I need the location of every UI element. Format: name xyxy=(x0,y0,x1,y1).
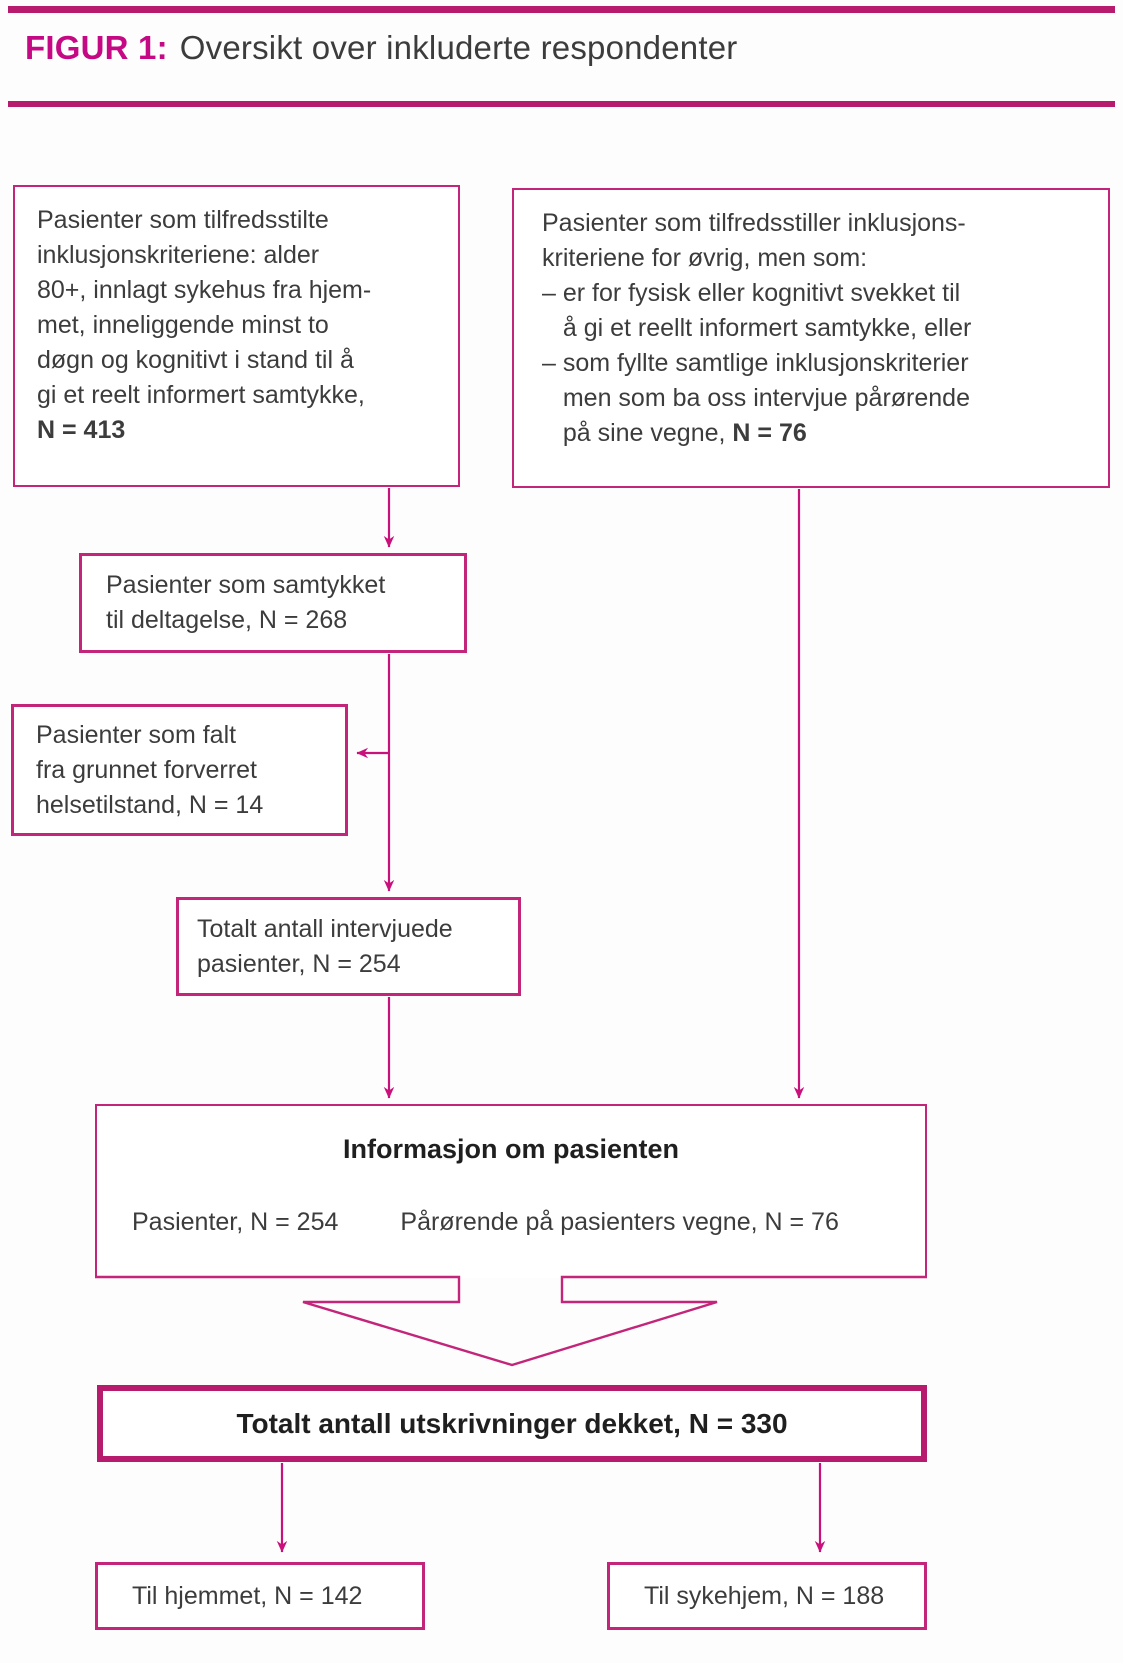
node-consented-text: Pasienter som samtykket til deltagelse, … xyxy=(106,571,386,634)
node-eligible-text: Pasienter som tilfredsstilte inklusjonsk… xyxy=(37,206,372,409)
node-interviewed-text: Totalt antall intervjuede pasienter, N =… xyxy=(197,914,453,978)
node-patient-information: Informasjon om pasienten Pasienter, N = … xyxy=(95,1104,927,1278)
node-home-text: Til hjemmet, N = 142 xyxy=(132,1581,363,1610)
node-info-relatives: Pårørende på pasienters vegne, N = 76 xyxy=(400,1208,839,1236)
figure-label: FIGUR 1: xyxy=(25,29,168,66)
node-discharged-nursing-home: Til sykehjem, N = 188 xyxy=(607,1562,927,1630)
node-eligible-patients: Pasienter som tilfredsstilte inklusjonsk… xyxy=(13,185,460,487)
node-interviewed-total: Totalt antall intervjuede pasienter, N =… xyxy=(176,897,521,996)
node-consented: Pasienter som samtykket til deltagelse, … xyxy=(79,553,467,653)
top-rule xyxy=(8,6,1115,13)
node-proxy-respondents: Pasienter som tilfredsstiller inklusjons… xyxy=(512,188,1110,488)
node-proxy-text: Pasienter som tilfredsstiller inklusjons… xyxy=(542,209,972,447)
node-info-row: Pasienter, N = 254 Pårørende på pasiente… xyxy=(97,1205,925,1240)
node-total-discharges: Totalt antall utskrivninger dekket, N = … xyxy=(97,1385,927,1462)
node-dropout: Pasienter som falt fra grunnet forverret… xyxy=(11,704,348,836)
node-eligible-n: N = 413 xyxy=(37,416,126,444)
node-discharged-home: Til hjemmet, N = 142 xyxy=(95,1562,425,1630)
figure-title: FIGUR 1: Oversikt over inkluderte respond… xyxy=(25,26,737,70)
node-info-title: Informasjon om pasienten xyxy=(342,1134,680,1164)
node-nursing-home-text: Til sykehjem, N = 188 xyxy=(644,1581,885,1610)
figure-title-text: Oversikt over inkluderte respondenter xyxy=(179,29,738,66)
title-underline-rule xyxy=(8,101,1115,107)
funnel-arrow xyxy=(95,1275,927,1367)
node-info-patients: Pasienter, N = 254 xyxy=(132,1208,339,1236)
node-total-text: Totalt antall utskrivninger dekket, N = … xyxy=(236,1408,788,1439)
node-proxy-n: N = 76 xyxy=(732,419,807,447)
node-dropout-text: Pasienter som falt fra grunnet forverret… xyxy=(36,720,264,819)
